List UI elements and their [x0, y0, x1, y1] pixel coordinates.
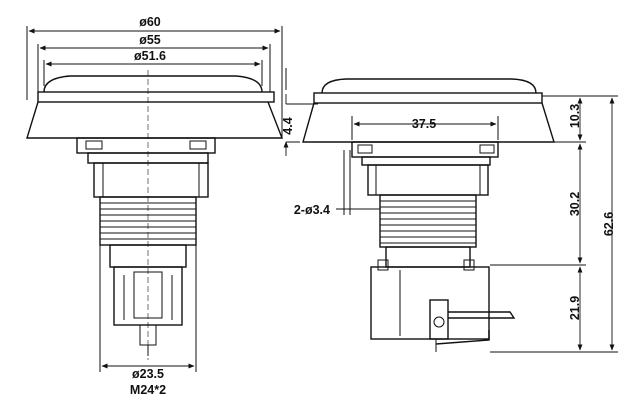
body-height-label: 30.2 [568, 192, 582, 216]
front-view-dimensions [26, 26, 283, 372]
side-view [302, 78, 555, 352]
thread-spec-label: M24*2 [130, 383, 166, 397]
lens-diameter-label: ø51.6 [134, 49, 166, 63]
cap-height-label: 10.3 [568, 104, 582, 128]
body-width-label: 37.5 [412, 117, 436, 131]
side-thread-lines [380, 200, 476, 244]
switch-height-label: 21.9 [568, 296, 582, 320]
lug-holes-label: 2-ø3.4 [294, 203, 330, 217]
collar-height-label: 4.4 [281, 117, 295, 134]
total-height-label: 62.6 [602, 212, 616, 236]
bezel-diameter-label: ø55 [139, 33, 161, 47]
front-view [26, 70, 284, 360]
outer-diameter-label: ø60 [139, 15, 161, 29]
side-view-dimensions [283, 68, 618, 353]
thread-diameter-label: ø23.5 [132, 367, 164, 381]
